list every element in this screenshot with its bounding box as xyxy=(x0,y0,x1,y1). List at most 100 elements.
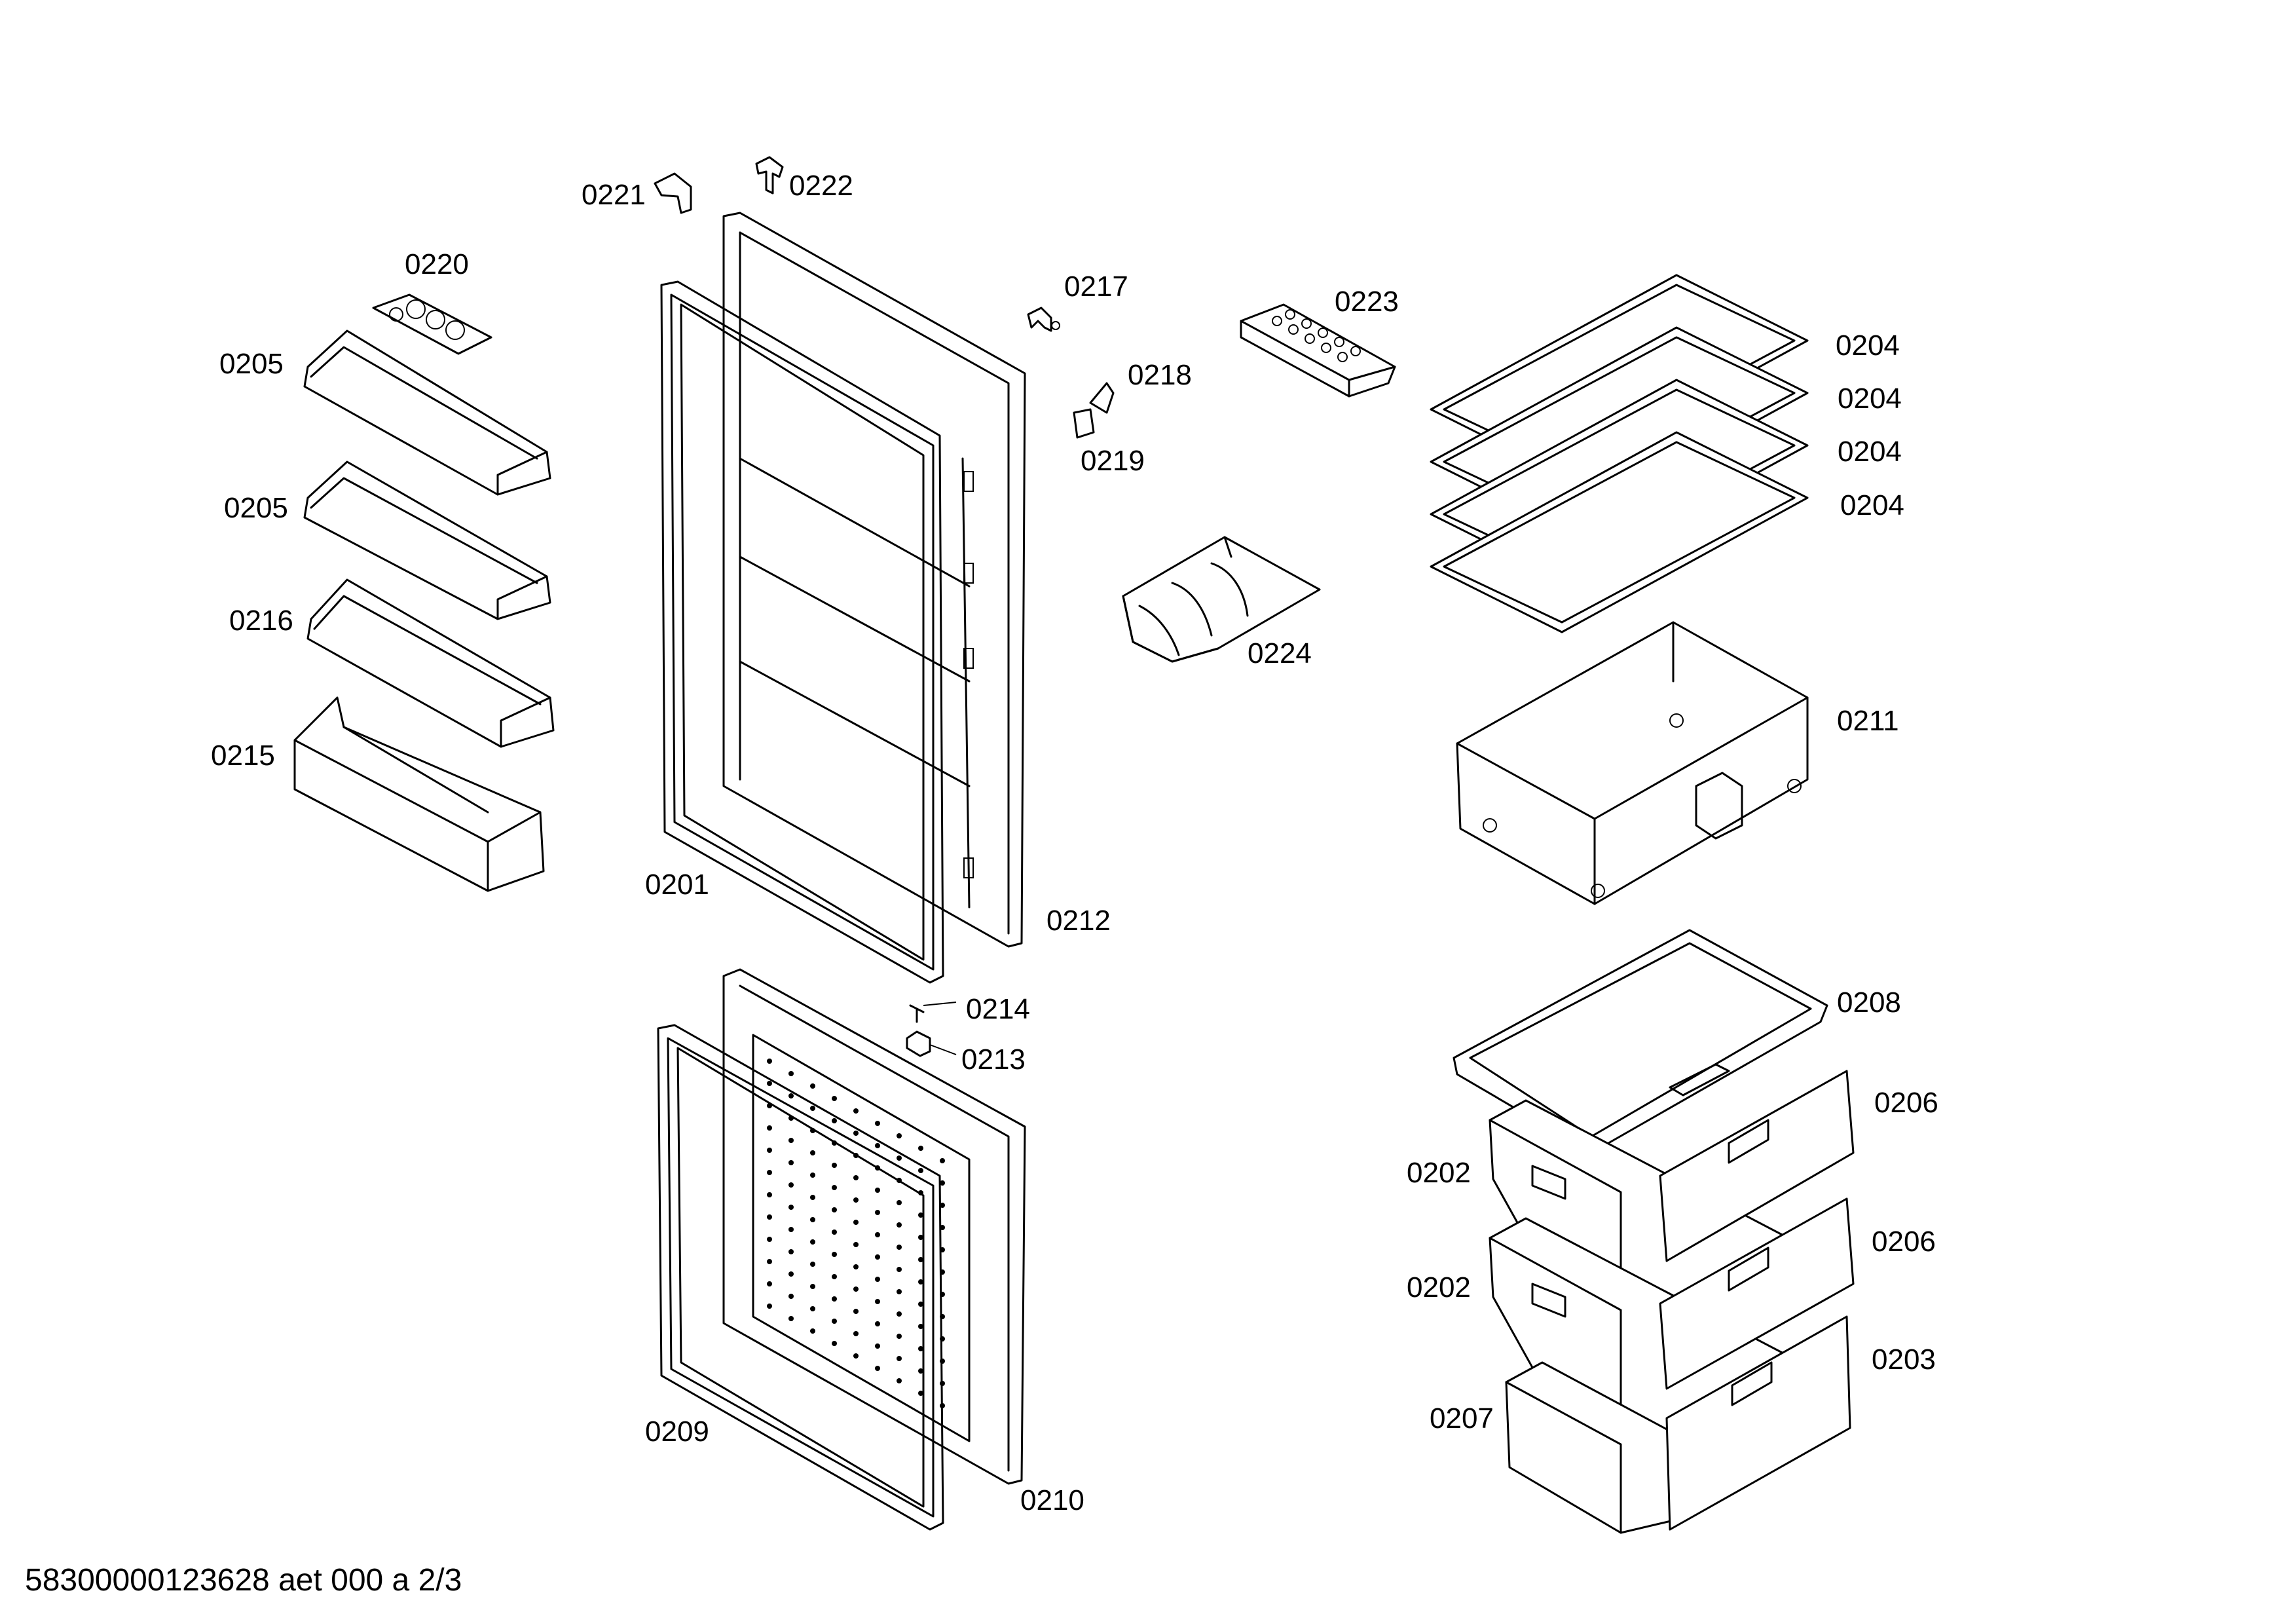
label-0220: 0220 xyxy=(405,248,469,280)
door-dot xyxy=(810,1217,815,1222)
label-0210: 0210 xyxy=(1020,1484,1084,1516)
label-0221: 0221 xyxy=(582,179,646,211)
door-dot xyxy=(853,1309,859,1314)
label-0212: 0212 xyxy=(1046,905,1111,937)
door-dot xyxy=(897,1222,902,1228)
block-0213 xyxy=(906,1030,957,1057)
label-0204-2: 0204 xyxy=(1838,383,1902,415)
door-shelf-0216 xyxy=(306,578,555,748)
door-dot xyxy=(767,1081,772,1086)
door-dot xyxy=(875,1277,880,1282)
label-0204-1: 0204 xyxy=(1836,329,1900,362)
drawer-front-0206-lower xyxy=(1659,1197,1855,1390)
ice-tray-0223 xyxy=(1240,303,1396,398)
door-dot xyxy=(897,1356,902,1361)
door-dot xyxy=(897,1155,902,1161)
part-0218 xyxy=(1089,382,1115,414)
door-dot xyxy=(788,1093,794,1098)
door-shelf-0205-lower xyxy=(303,460,551,620)
door-dot xyxy=(832,1118,837,1123)
door-dot xyxy=(918,1257,923,1262)
hinge-cover-0221 xyxy=(654,172,692,214)
label-0224: 0224 xyxy=(1248,637,1312,669)
drawer-front-0203 xyxy=(1665,1315,1851,1531)
door-dot xyxy=(897,1289,902,1294)
door-dot xyxy=(918,1302,923,1307)
door-dot xyxy=(940,1203,945,1208)
door-dot xyxy=(767,1148,772,1153)
door-dot xyxy=(875,1143,880,1148)
label-0217: 0217 xyxy=(1064,271,1128,303)
door-dot xyxy=(853,1197,859,1203)
label-0204-4: 0204 xyxy=(1840,489,1904,521)
label-0202-upper: 0202 xyxy=(1407,1157,1471,1189)
label-0206-upper: 0206 xyxy=(1874,1087,1938,1119)
label-0214: 0214 xyxy=(966,993,1030,1025)
door-seal-0201 xyxy=(660,280,944,984)
door-dot xyxy=(788,1138,794,1143)
door-dot xyxy=(832,1341,837,1346)
door-dot xyxy=(767,1170,772,1175)
door-dot xyxy=(875,1366,880,1371)
bottle-rack-0224 xyxy=(1122,536,1321,663)
door-dot xyxy=(767,1059,772,1064)
label-0218: 0218 xyxy=(1128,359,1192,391)
door-dot xyxy=(918,1146,923,1151)
door-dot xyxy=(810,1083,815,1089)
door-dot xyxy=(918,1368,923,1374)
label-0204-3: 0204 xyxy=(1838,436,1902,468)
door-seal-0209 xyxy=(657,1024,944,1531)
door-dot xyxy=(853,1286,859,1292)
door-dot xyxy=(875,1343,880,1349)
door-shelf-0205-upper xyxy=(303,329,551,496)
door-dot xyxy=(810,1106,815,1111)
door-dot xyxy=(918,1346,923,1351)
door-dot xyxy=(832,1319,837,1324)
door-dot xyxy=(853,1131,859,1136)
door-dot xyxy=(767,1192,772,1197)
cover-tray-0208 xyxy=(1453,929,1828,1154)
door-dot xyxy=(832,1229,837,1235)
door-dot xyxy=(810,1195,815,1200)
door-dot xyxy=(767,1125,772,1131)
door-dot xyxy=(918,1324,923,1329)
door-dot xyxy=(875,1232,880,1237)
label-0205-upper: 0205 xyxy=(219,348,284,380)
door-dot xyxy=(940,1180,945,1186)
door-dot xyxy=(853,1242,859,1247)
label-0201: 0201 xyxy=(645,869,709,901)
glass-shelf-0204-4 xyxy=(1430,431,1809,633)
door-dot xyxy=(810,1262,815,1267)
label-0207: 0207 xyxy=(1430,1402,1494,1435)
door-dot xyxy=(788,1182,794,1188)
door-dot xyxy=(853,1175,859,1180)
door-dot xyxy=(918,1168,923,1173)
door-dot xyxy=(897,1133,902,1138)
door-dot xyxy=(832,1296,837,1302)
label-0211: 0211 xyxy=(1837,705,1899,737)
label-0208: 0208 xyxy=(1837,986,1901,1019)
door-dot xyxy=(832,1274,837,1279)
freezer-door-0210 xyxy=(722,968,1026,1485)
door-dot xyxy=(853,1108,859,1114)
fridge-door-0212 xyxy=(722,212,1026,948)
document-code: 58300000123628 aet 000 a 2/3 xyxy=(25,1563,462,1598)
door-dot xyxy=(788,1316,794,1321)
part-0219 xyxy=(1073,408,1095,439)
label-0205-lower: 0205 xyxy=(224,492,288,524)
door-dot xyxy=(853,1220,859,1225)
drawer-front-0206-upper xyxy=(1659,1070,1855,1262)
door-dot xyxy=(897,1245,902,1250)
label-0215: 0215 xyxy=(211,740,275,772)
door-dot xyxy=(875,1188,880,1193)
door-dot xyxy=(832,1252,837,1257)
door-dot xyxy=(918,1391,923,1396)
label-0209: 0209 xyxy=(645,1416,709,1448)
door-dot xyxy=(853,1264,859,1269)
door-dot xyxy=(853,1353,859,1359)
label-0219: 0219 xyxy=(1081,445,1145,477)
door-dot xyxy=(832,1207,837,1212)
door-dot xyxy=(767,1237,772,1242)
door-dot xyxy=(767,1259,772,1264)
door-dot xyxy=(940,1158,945,1163)
